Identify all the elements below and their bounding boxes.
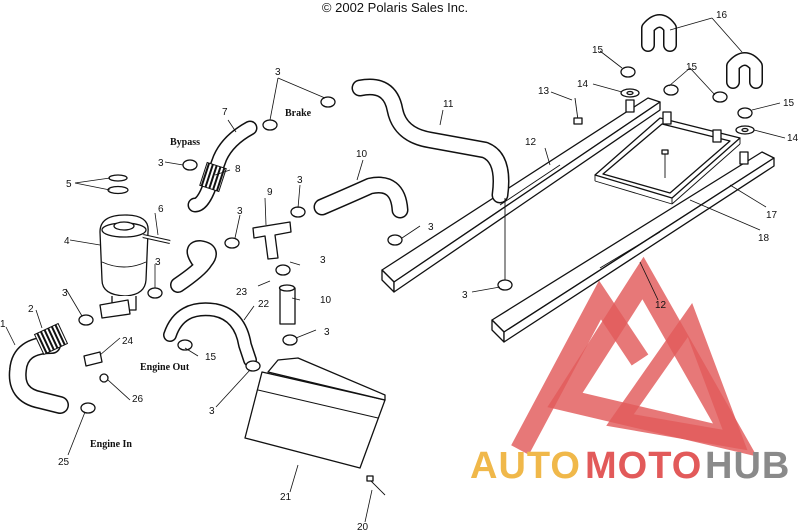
engine-in-label: Engine In: [90, 439, 132, 450]
fitting-24: [83, 351, 103, 367]
screw-26: [99, 373, 109, 383]
callout-12: 12: [525, 137, 537, 148]
callout-14: 14: [577, 79, 589, 90]
hose-22: [163, 302, 257, 367]
elbow-hose-a: [641, 14, 677, 52]
coolant-reservoir: [99, 214, 149, 319]
watermark-moto: MOTO: [585, 445, 702, 487]
hose-11: [351, 78, 510, 280]
hose-23: [170, 240, 217, 293]
callout-15: 15: [686, 62, 698, 73]
copyright-text: © 2002 Polaris Sales Inc.: [322, 0, 468, 15]
bypass-hose: [187, 120, 258, 213]
callout-numbers: 3 3 3 3 3 3 3 3 3 3 3 1 2 4 5 6 7 8 9 10…: [0, 10, 799, 530]
elbow-hose-b: [726, 52, 763, 89]
callout-3: 3: [320, 255, 326, 266]
callout-24: 24: [122, 336, 134, 347]
callout-15: 15: [592, 45, 604, 56]
callout-21: 21: [280, 492, 292, 503]
callout-22: 22: [258, 299, 270, 310]
callout-9: 9: [267, 187, 273, 198]
screw-20: [366, 475, 386, 496]
callout-10: 10: [320, 295, 332, 306]
watermark-auto: AUTO: [470, 445, 581, 487]
callout-17: 17: [766, 210, 778, 221]
plate-stud: [661, 149, 669, 178]
callout-15: 15: [205, 352, 217, 363]
bolt: [573, 97, 583, 125]
callout-14: 14: [787, 133, 799, 144]
callout-3: 3: [158, 158, 164, 169]
callout-3: 3: [297, 175, 303, 186]
callout-3: 3: [275, 67, 281, 78]
callout-3: 3: [209, 406, 215, 417]
callout-3: 3: [155, 257, 161, 268]
callout-5: 5: [66, 179, 72, 190]
cooler-rail-upper: [381, 97, 661, 293]
callout-1: 1: [0, 319, 6, 330]
callout-16: 16: [716, 10, 728, 21]
cooler-rail-lower: [491, 151, 775, 343]
engine-out-label: Engine Out: [140, 362, 190, 373]
callout-15: 15: [783, 98, 795, 109]
callout-10: 10: [356, 149, 368, 160]
brake-label: Brake: [285, 108, 312, 119]
callout-8: 8: [235, 164, 241, 175]
flow-labels: Brake Bypass Engine Out Engine In: [90, 108, 312, 450]
watermark-hub: HUB: [705, 445, 790, 487]
washer-a: [620, 88, 640, 98]
callout-12: 12: [655, 300, 667, 311]
callout-25: 25: [58, 457, 70, 468]
callout-4: 4: [64, 236, 70, 247]
hose-1: [8, 322, 69, 414]
callout-20: 20: [357, 522, 369, 530]
watermark-text: AUTO MOTO HUB: [470, 445, 790, 487]
washer-b: [735, 125, 755, 135]
rail-posts: [625, 99, 749, 165]
callout-11: 11: [443, 99, 454, 110]
callout-7: 7: [222, 107, 228, 118]
callout-13: 13: [538, 86, 550, 97]
leader-lines: [5, 17, 786, 523]
callout-6: 6: [158, 204, 164, 215]
hose-10-upper: [313, 176, 409, 219]
watermark-logo: [511, 256, 758, 457]
reservoir-cap-rings: [107, 174, 129, 195]
tee-fitting: [252, 221, 292, 260]
bypass-label: Bypass: [170, 137, 200, 148]
callout-3: 3: [462, 290, 468, 301]
cover-21: [244, 357, 386, 469]
callout-3: 3: [237, 206, 243, 217]
callout-3: 3: [324, 327, 330, 338]
callout-26: 26: [132, 394, 144, 405]
cover-plate: [594, 117, 741, 205]
callout-18: 18: [758, 233, 770, 244]
pin-6: [142, 234, 171, 244]
callout-2: 2: [28, 304, 34, 315]
tube-19: [278, 284, 296, 325]
callout-23: 23: [236, 287, 248, 298]
callout-3: 3: [428, 222, 434, 233]
callout-3: 3: [62, 288, 68, 299]
